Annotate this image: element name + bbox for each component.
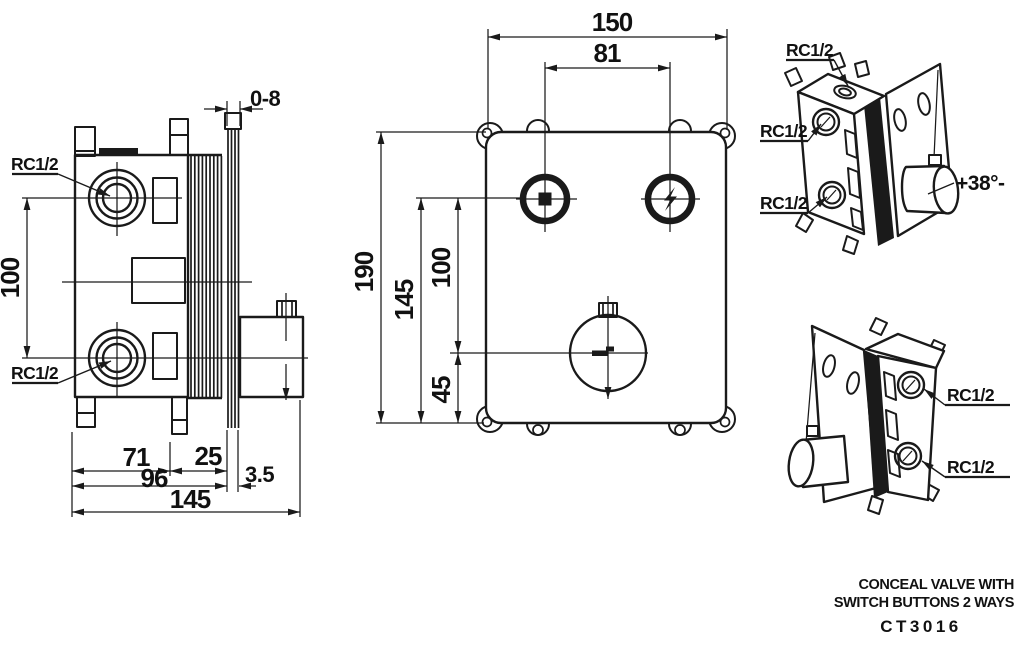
side-port-bottom-callout: RC1/2 (11, 360, 112, 385)
front-left-dimensions: 190 145 100 45 (349, 131, 522, 424)
side-view: RC1/2 RC1/2 0-8 100 (0, 86, 308, 517)
dimension-wall-adjust: 0-8 (204, 86, 281, 126)
dim-height-label: 190 (349, 251, 379, 292)
iso-bottom-body (864, 317, 946, 515)
side-port-bottom-label: RC1/2 (11, 363, 59, 383)
iso-top-port2-label: RC1/2 (760, 121, 808, 141)
iso-top-port3-label: RC1/2 (760, 193, 808, 213)
iso-top-band (864, 97, 894, 246)
iso-top-callout-2: RC1/2 (760, 121, 822, 143)
dim-overall-depth-label: 145 (170, 484, 211, 514)
side-port-top-label: RC1/2 (11, 154, 59, 174)
model-number: CT3016 (880, 617, 961, 636)
iso-top-view: RC1/2 RC1/2 RC1/2 +38°- (760, 40, 1006, 255)
side-view-wall-plate (224, 112, 242, 428)
side-view-port-bottom (87, 328, 147, 388)
title-block: CONCEAL VALVE WITH SWITCH BUTTONS 2 WAYS… (834, 577, 1015, 636)
dim-plate-thickness-label: 3.5 (245, 462, 274, 487)
iso-bottom-view: RC1/2 RC1/2 (787, 317, 1010, 515)
iso-bottom-callout-1: RC1/2 (923, 385, 1010, 407)
dim-body-depth-label: 71 (123, 442, 150, 472)
button-right[interactable] (641, 62, 700, 232)
dim-port-spacing-label: 100 (0, 257, 25, 298)
side-view-body (73, 118, 190, 435)
dim-buttons-to-base-label: 145 (389, 279, 419, 320)
front-plate (476, 119, 736, 436)
product-title-line1: CONCEAL VALVE WITH (858, 577, 1014, 593)
button-left[interactable] (516, 62, 577, 232)
iso-top-knob (900, 154, 960, 215)
gasket-strip (99, 148, 138, 154)
side-bottom-dimensions: 71 25 96 3.5 145 (71, 400, 301, 517)
dim-to-plate-label: 96 (141, 463, 168, 493)
temperature-knob[interactable] (450, 296, 648, 399)
iso-top-port1-label: RC1/2 (786, 40, 834, 60)
dim-width-label: 150 (592, 7, 633, 37)
iso-bottom-knob (787, 425, 850, 489)
side-view-knob (238, 293, 305, 400)
iso-top-callout-1: RC1/2 (786, 40, 849, 87)
product-title-line2: SWITCH BUTTONS 2 WAYS (834, 595, 1015, 611)
temp-label: +38°- (956, 172, 1005, 195)
dim-button-spacing-label: 81 (594, 38, 621, 68)
side-view-threads (188, 153, 223, 400)
dim-knob-to-base-label: 45 (426, 376, 456, 403)
side-port-top-callout: RC1/2 (11, 154, 111, 197)
dim-wall-adjust-label: 0-8 (250, 86, 281, 111)
dim-buttons-to-knob-label: 100 (426, 247, 456, 288)
dimension-width: 150 (487, 7, 728, 130)
dimension-port-spacing: 100 (0, 198, 31, 358)
iso-bottom-band (864, 350, 888, 498)
side-view-port-top (87, 168, 147, 228)
iso-bottom-port1-label: RC1/2 (947, 385, 995, 405)
iso-bottom-port2-label: RC1/2 (947, 457, 995, 477)
dim-thread-length-label: 25 (195, 441, 222, 471)
front-view: 150 81 190 145 100 45 (349, 7, 736, 436)
iso-bottom-callout-2: RC1/2 (921, 457, 1010, 479)
iso-top-callout-3: RC1/2 (760, 193, 828, 215)
dimension-button-spacing: 81 (545, 38, 670, 72)
side-view-centerlines (22, 162, 308, 396)
iso-top-temp-callout: +38°- (927, 172, 1006, 195)
